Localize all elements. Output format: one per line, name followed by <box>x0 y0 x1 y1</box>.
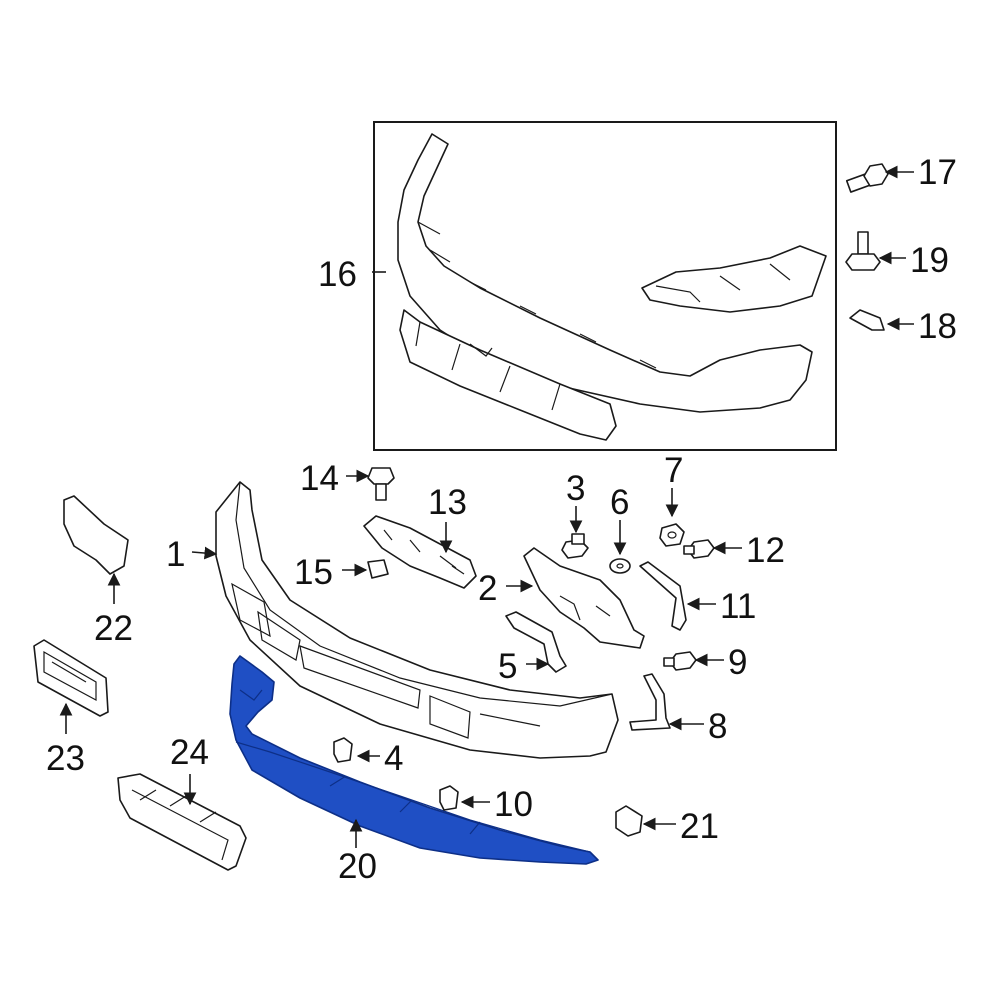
lower-valance-part-20[interactable] <box>229 655 599 865</box>
license-bracket-part-23[interactable] <box>33 639 109 717</box>
clip-part-4[interactable] <box>333 737 353 763</box>
front-bumper-part-1[interactable] <box>215 481 619 759</box>
bracket-part-5[interactable] <box>505 611 567 673</box>
clip-part-21[interactable] <box>615 805 643 837</box>
callout-22: 22 <box>94 609 133 648</box>
callout-23: 23 <box>46 739 85 778</box>
callout-19: 19 <box>910 241 949 280</box>
callout-18: 18 <box>918 307 957 346</box>
nut-part-7[interactable] <box>659 523 685 547</box>
callout-9: 9 <box>728 643 747 682</box>
callout-2: 2 <box>478 569 497 608</box>
callout-13: 13 <box>428 483 467 522</box>
callout-20: 20 <box>338 847 377 886</box>
callout-16: 16 <box>318 255 357 294</box>
bolt-part-9[interactable] <box>663 651 697 671</box>
bracket-part-11[interactable] <box>639 561 687 631</box>
washer-part-6[interactable] <box>609 558 631 574</box>
callout-labels: 1 2 3 4 5 6 7 8 9 10 11 12 13 14 15 16 1… <box>46 153 957 886</box>
grille-part-24[interactable] <box>117 773 247 871</box>
callout-10: 10 <box>494 785 533 824</box>
bolt-part-3[interactable] <box>561 533 589 559</box>
bracket-part-8[interactable] <box>629 673 671 731</box>
callout-17: 17 <box>918 153 957 192</box>
bolt-part-19[interactable] <box>845 231 881 271</box>
bolt-part-14[interactable] <box>367 467 395 501</box>
clip-part-10[interactable] <box>439 785 459 811</box>
callout-11: 11 <box>720 587 756 626</box>
callout-15: 15 <box>294 553 333 592</box>
callout-24: 24 <box>170 733 209 772</box>
bracket-part-2[interactable] <box>523 547 645 649</box>
callout-6: 6 <box>610 483 629 522</box>
callout-8: 8 <box>708 707 727 746</box>
callout-14: 14 <box>300 459 339 498</box>
bumper-reinforcement-part-16[interactable] <box>397 133 827 441</box>
bolt-part-12[interactable] <box>683 539 715 559</box>
end-cap-part-22[interactable] <box>63 495 129 575</box>
pad-part-18[interactable] <box>849 309 885 331</box>
callout-3: 3 <box>566 469 585 508</box>
leader-lines <box>59 165 914 848</box>
callout-4: 4 <box>384 739 403 778</box>
callout-5: 5 <box>498 647 517 686</box>
bolt-part-17[interactable] <box>845 163 889 193</box>
callout-12: 12 <box>746 531 785 570</box>
callout-1: 1 <box>166 535 185 574</box>
callout-21: 21 <box>680 807 719 846</box>
bracket-part-13[interactable] <box>363 515 477 589</box>
inset-frame <box>373 121 837 451</box>
clip-part-15[interactable] <box>367 559 389 579</box>
callout-7: 7 <box>664 451 683 490</box>
